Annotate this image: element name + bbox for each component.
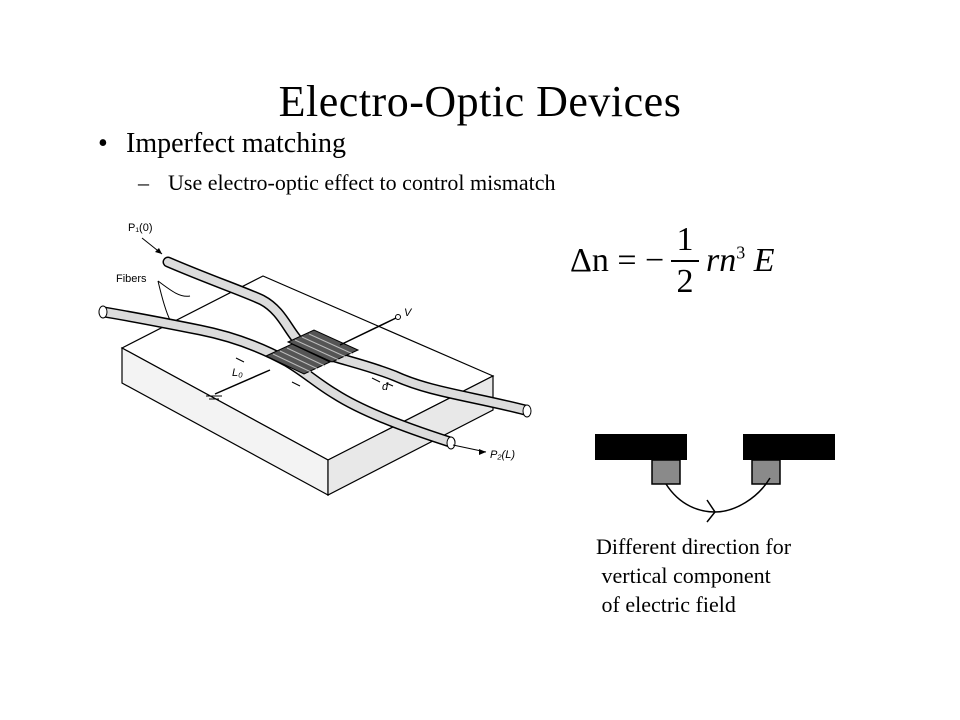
equation-exponent: 3 xyxy=(736,242,746,263)
equation-rhs: rn3 E xyxy=(706,242,775,280)
substrate-front-face xyxy=(121,346,329,497)
fiber-upper-end xyxy=(522,404,532,418)
label-gap: d xyxy=(382,381,389,393)
field-line-arc xyxy=(665,477,771,513)
equation-fraction: 1 2 xyxy=(671,222,699,300)
equation-field: E xyxy=(753,242,775,279)
electrode-bottom xyxy=(264,343,332,375)
caption-line: vertical component xyxy=(596,563,771,588)
sub-bullet-text: Use electro-optic effect to control mism… xyxy=(168,170,556,195)
equation-coefficient: rn xyxy=(706,242,737,279)
substrate-top-face xyxy=(120,275,495,461)
left-electrode xyxy=(595,434,687,460)
fraction-bar xyxy=(671,260,699,262)
label-fibers: Fibers xyxy=(116,273,147,285)
field-arrow-head xyxy=(706,499,716,523)
bullet-text: Imperfect matching xyxy=(126,128,347,159)
bullet-item: • Imperfect matching xyxy=(98,128,346,160)
left-waveguide xyxy=(651,459,681,485)
bullet-marker: • xyxy=(98,128,108,159)
caption-line: Different direction for xyxy=(596,534,792,559)
equation-lhs: Δn = − xyxy=(570,242,665,279)
label-voltage: V xyxy=(404,307,413,319)
label-length: L₀ xyxy=(232,367,243,379)
fiber-lower-end xyxy=(98,305,108,319)
fiber-upper xyxy=(162,256,531,416)
equation-denominator: 2 xyxy=(676,263,694,300)
sub-bullet-item: –Use electro-optic effect to control mis… xyxy=(138,170,556,196)
label-p2: P₂(L) xyxy=(490,449,515,461)
ground-lead xyxy=(214,369,271,395)
right-electrode xyxy=(743,434,835,460)
right-waveguide xyxy=(751,459,781,485)
cross-section-caption: Different direction for vertical compone… xyxy=(596,532,791,619)
slide-title: Electro-Optic Devices xyxy=(278,77,682,126)
fiber-lower xyxy=(98,306,456,448)
equation-numerator: 1 xyxy=(676,221,694,258)
voltage-lead xyxy=(339,317,397,346)
label-p1: P₁(0) xyxy=(128,222,153,234)
substrate-side-face xyxy=(327,375,494,496)
sub-bullet-marker: – xyxy=(138,170,149,195)
caption-line: of electric field xyxy=(596,592,736,617)
electrode-top xyxy=(286,329,360,363)
